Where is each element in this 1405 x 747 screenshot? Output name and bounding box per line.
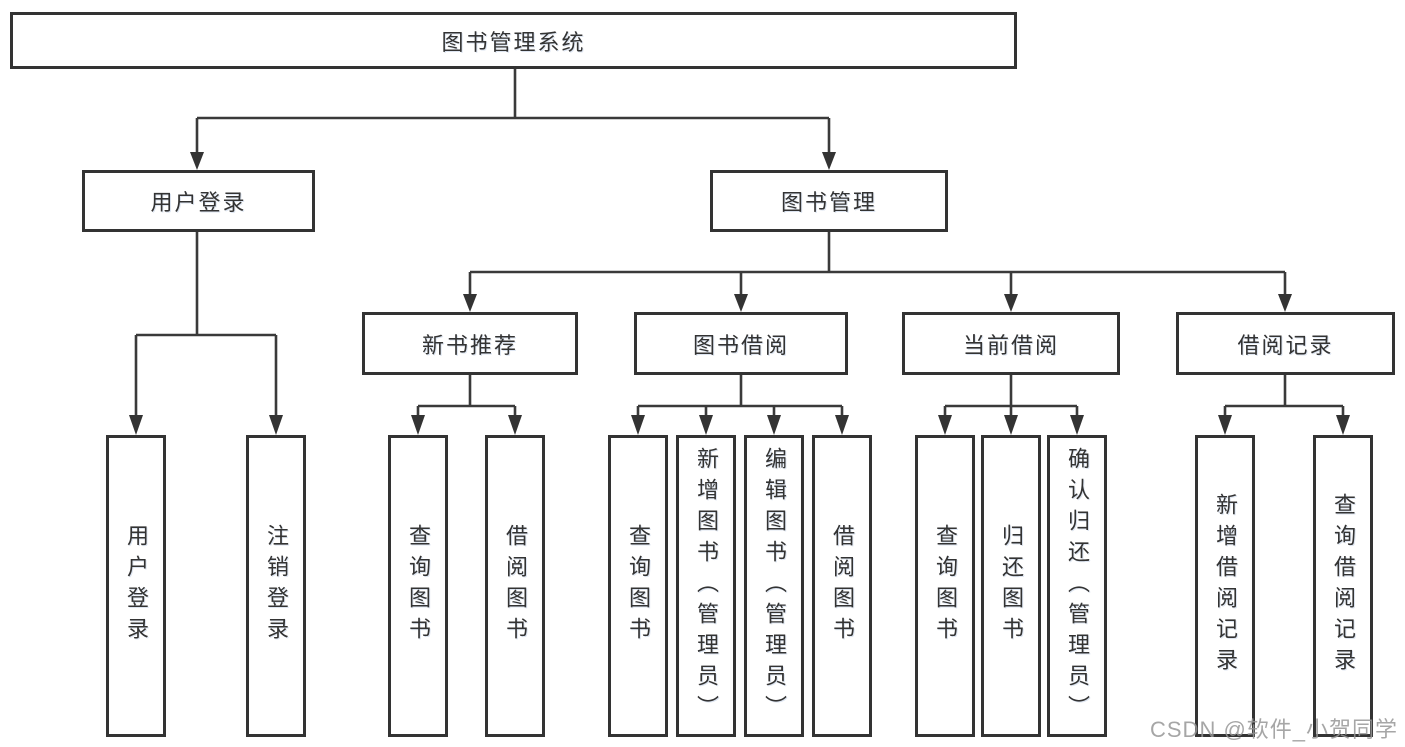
- node-current-borrowing: 当前借阅: [902, 312, 1120, 375]
- node-leaf-logout-label: 注销登录: [264, 524, 289, 648]
- node-leaf-logout: 注销登录: [246, 435, 306, 737]
- csdn-watermark: CSDN @软件_小贺同学: [1150, 717, 1399, 742]
- node-leaf-add-borrow-record: 新增借阅记录: [1195, 435, 1255, 737]
- node-leaf-edit-book-admin-label: 编辑图书（管理员）: [762, 446, 787, 726]
- node-leaf-query-books-borrow-label: 查询图书: [626, 524, 651, 648]
- node-leaf-edit-book-admin: 编辑图书（管理员）: [744, 435, 804, 737]
- connector-root-to-level2: [190, 69, 836, 170]
- connector-book-borrow-to-leaves: [631, 375, 849, 435]
- connector-new-book-rec-to-leaves: [411, 375, 522, 435]
- node-user-login: 用户登录: [82, 170, 315, 232]
- node-root-system-label: 图书管理系统: [441, 29, 586, 55]
- node-borrowing-records: 借阅记录: [1176, 312, 1395, 375]
- node-borrowing-records-label: 借阅记录: [1237, 332, 1334, 358]
- node-leaf-add-borrow-record-label: 新增借阅记录: [1213, 493, 1238, 679]
- connector-book-mgmt-to-level3: [463, 232, 1292, 312]
- node-user-login-label: 用户登录: [150, 190, 247, 215]
- node-leaf-return-book-label: 归还图书: [999, 524, 1024, 648]
- node-leaf-user-login: 用户登录: [106, 435, 166, 737]
- node-leaf-query-borrow-record-label: 查询借阅记录: [1331, 493, 1356, 679]
- node-new-book-recommendation: 新书推荐: [362, 312, 578, 375]
- node-leaf-query-borrow-record: 查询借阅记录: [1313, 435, 1373, 737]
- node-current-borrowing-label: 当前借阅: [962, 332, 1059, 358]
- node-root-system: 图书管理系统: [10, 12, 1017, 69]
- node-book-management-label: 图书管理: [780, 190, 877, 215]
- node-leaf-confirm-return-admin: 确认归还（管理员）: [1047, 435, 1107, 737]
- node-leaf-borrow-book: 借阅图书: [812, 435, 872, 737]
- node-leaf-borrow-books-rec: 借阅图书: [485, 435, 545, 737]
- node-leaf-return-book: 归还图书: [981, 435, 1041, 737]
- node-leaf-borrow-books-rec-label: 借阅图书: [503, 524, 528, 648]
- node-leaf-add-book-admin: 新增图书（管理员）: [676, 435, 736, 737]
- node-leaf-query-books-current: 查询图书: [915, 435, 975, 737]
- connector-current-borrow-to-leaves: [938, 375, 1084, 435]
- node-new-book-recommendation-label: 新书推荐: [421, 332, 518, 358]
- node-leaf-query-books-rec-label: 查询图书: [406, 524, 431, 648]
- node-leaf-query-books-borrow: 查询图书: [608, 435, 668, 737]
- node-book-borrowing: 图书借阅: [634, 312, 848, 375]
- node-leaf-user-login-label: 用户登录: [124, 524, 149, 648]
- node-leaf-add-book-admin-label: 新增图书（管理员）: [694, 446, 719, 726]
- node-leaf-query-books-rec: 查询图书: [388, 435, 448, 737]
- connector-borrow-record-to-leaves: [1218, 375, 1350, 435]
- node-book-management: 图书管理: [710, 170, 948, 232]
- connector-user-login-to-leaves: [129, 232, 283, 435]
- node-book-borrowing-label: 图书借阅: [692, 332, 789, 358]
- node-leaf-query-books-current-label: 查询图书: [933, 524, 958, 648]
- node-leaf-borrow-book-label: 借阅图书: [830, 524, 855, 648]
- node-leaf-confirm-return-admin-label: 确认归还（管理员）: [1065, 446, 1090, 726]
